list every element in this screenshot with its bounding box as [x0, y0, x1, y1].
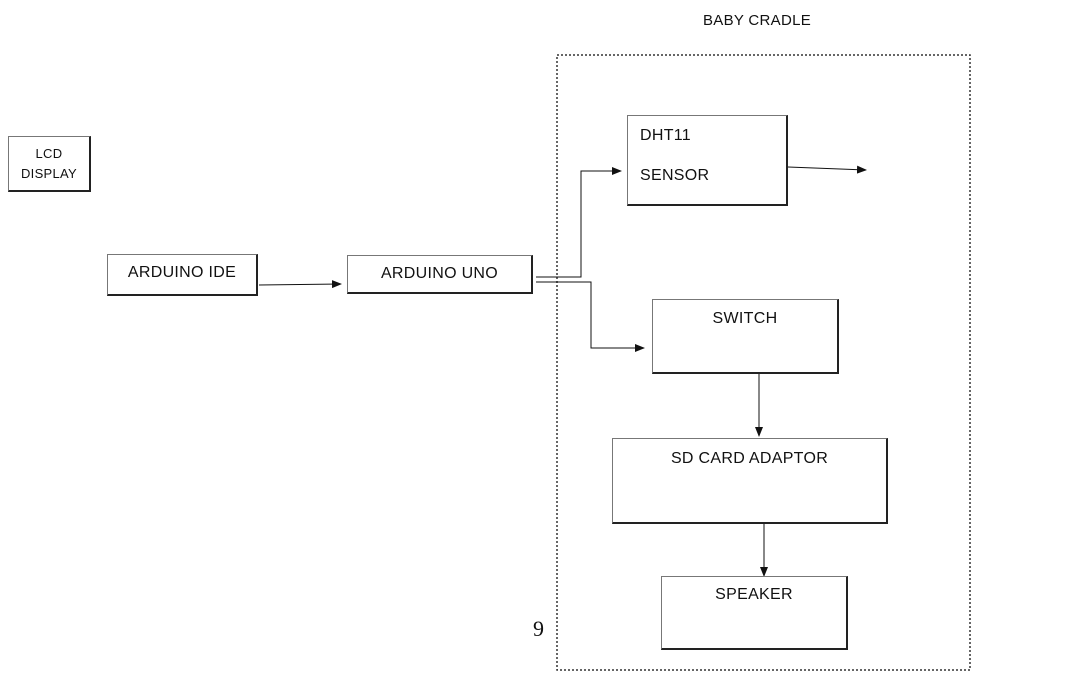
sensor-label: SENSOR [640, 167, 710, 184]
arduino-ide-box: ARDUINO IDE [107, 254, 258, 296]
switch-box: SWITCH [652, 299, 839, 374]
switch-label: SWITCH [712, 310, 778, 327]
arduino-uno-box: ARDUINO UNO [347, 255, 533, 294]
dht11-sensor-box: DHT11 SENSOR [627, 115, 788, 206]
speaker-box: SPEAKER [661, 576, 848, 650]
baby-cradle-title: BABY CRADLE [703, 12, 812, 29]
lcd-display-label-line2: DISPLAY [20, 166, 78, 181]
sd-card-adaptor-label: SD CARD ADAPTOR [670, 450, 829, 467]
arduino-uno-label: ARDUINO UNO [380, 265, 499, 282]
lcd-display-label-line1: LCD [35, 146, 63, 161]
dht11-label: DHT11 [640, 127, 691, 144]
arrow-uno-to-switch [536, 281, 645, 352]
arrow-uno-to-dht11 [536, 167, 622, 278]
arrow-ide-to-uno [258, 280, 342, 289]
speaker-label: SPEAKER [715, 586, 793, 603]
sd-card-adaptor-box: SD CARD ADAPTOR [612, 438, 888, 524]
arrow-dht11-out [787, 165, 867, 174]
page-number: 9 [533, 616, 544, 641]
arduino-ide-label: ARDUINO IDE [127, 264, 237, 281]
lcd-display-box: LCD DISPLAY [8, 136, 91, 192]
baby-cradle-boundary [556, 54, 971, 671]
